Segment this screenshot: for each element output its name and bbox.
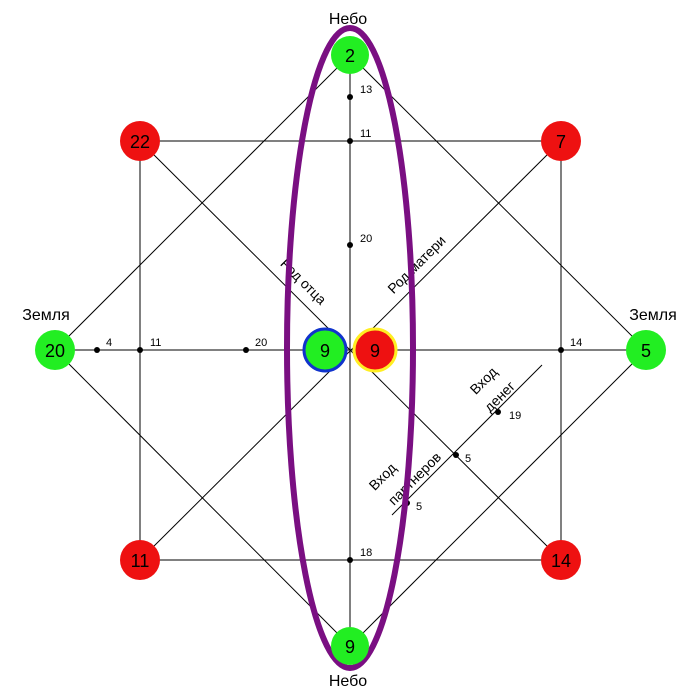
label-d-19: 19 <box>509 410 521 422</box>
circle-bottom-right-value: 14 <box>551 551 571 571</box>
label-partners-line-2: партнеров <box>385 449 444 508</box>
circle-center-left: 9 <box>302 327 348 373</box>
circle-center-right: 9 <box>352 327 398 373</box>
line-labels: Род отца Род матери Вход денег Вход парт… <box>277 232 518 508</box>
point-v-18 <box>347 557 353 563</box>
label-v-20: 20 <box>360 233 372 245</box>
small-point-labels: 13 11 20 18 4 11 20 14 19 5 5 <box>106 84 582 559</box>
label-mother-line: Род матери <box>384 232 448 296</box>
label-d-5a: 5 <box>465 453 471 465</box>
label-h-14: 14 <box>570 337 582 349</box>
circle-top-right-value: 7 <box>556 132 566 152</box>
label-earth-left: Земля <box>22 307 70 324</box>
number-circles: 2 9 20 5 22 7 11 14 <box>35 36 666 665</box>
label-h-11: 11 <box>150 337 161 349</box>
point-h-14 <box>558 347 564 353</box>
label-v-18: 18 <box>360 547 372 559</box>
diagram-lines <box>54 54 647 647</box>
label-sky-bottom: Небо <box>329 673 367 690</box>
circle-top-right: 7 <box>541 121 581 161</box>
circle-top-left: 22 <box>120 121 160 161</box>
label-h-4: 4 <box>106 337 112 349</box>
label-earth-right: Земля <box>629 307 677 324</box>
circle-center-right-value: 9 <box>370 341 380 361</box>
point-v-11 <box>347 138 353 144</box>
circle-bottom-left: 11 <box>120 540 160 580</box>
diagonal-anti <box>139 140 562 561</box>
label-sky-top: Небо <box>329 11 367 28</box>
circle-center-left-value: 9 <box>320 341 330 361</box>
money-partners-line <box>391 364 543 516</box>
circle-bottom-left-value: 11 <box>131 551 150 571</box>
point-h-11 <box>137 347 143 353</box>
point-v-13 <box>347 94 353 100</box>
point-d-5a <box>453 452 459 458</box>
diamond-tr <box>349 54 647 351</box>
label-h-20: 20 <box>255 337 267 349</box>
point-d-19 <box>495 409 501 415</box>
point-v-20 <box>347 242 353 248</box>
circle-top: 2 <box>331 36 369 74</box>
corner-labels: Небо Небо Земля Земля <box>22 11 677 690</box>
circle-bottom: 9 <box>331 627 369 665</box>
circle-right: 5 <box>626 330 666 370</box>
circle-right-value: 5 <box>641 341 651 361</box>
circle-top-left-value: 22 <box>130 132 150 152</box>
label-d-5b: 5 <box>416 501 422 513</box>
label-v-13: 13 <box>360 84 372 96</box>
point-h-4 <box>94 347 100 353</box>
point-h-20 <box>243 347 249 353</box>
label-v-11: 11 <box>360 128 371 140</box>
circle-left-value: 20 <box>45 341 65 361</box>
circle-bottom-value: 9 <box>345 637 355 657</box>
sky-ellipse <box>284 25 416 671</box>
circle-left: 20 <box>35 330 75 370</box>
circle-bottom-right: 14 <box>541 540 581 580</box>
circle-top-value: 2 <box>345 46 355 66</box>
